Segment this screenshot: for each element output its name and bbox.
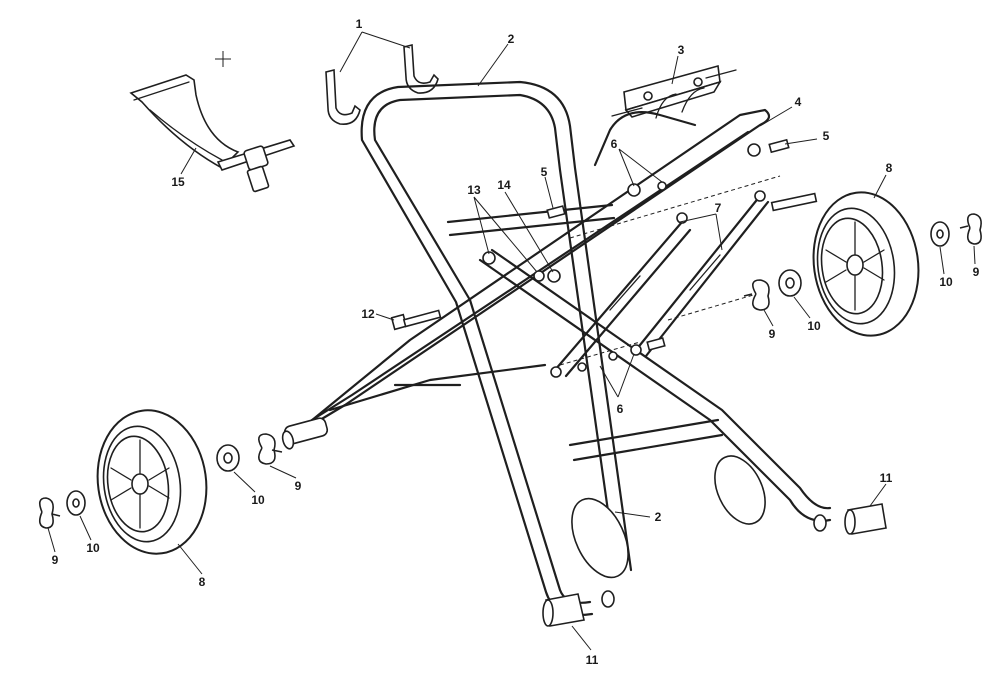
part-11-caps <box>542 503 887 627</box>
leader-lines <box>47 31 976 651</box>
callout-5-right: 5 <box>823 129 830 143</box>
part-12-bolt <box>390 309 442 331</box>
callout-10-right-outer: 10 <box>939 275 953 289</box>
callout-2-top: 2 <box>508 32 515 46</box>
callout-6-bottom: 6 <box>617 402 624 416</box>
callout-10-right-inner: 10 <box>807 319 821 333</box>
part-3-bracket <box>611 64 737 119</box>
callout-11-bottom: 11 <box>586 653 599 667</box>
part-9-clips <box>38 213 982 529</box>
callout-5-center: 5 <box>541 165 548 179</box>
callout-12: 12 <box>361 307 375 321</box>
part-4-front-frame <box>281 108 771 450</box>
part-15-tray <box>129 74 296 193</box>
callout-9-right-outer: 9 <box>973 265 980 279</box>
callout-6-top: 6 <box>611 137 618 151</box>
callout-10-left-outer: 10 <box>86 541 100 555</box>
axle-guides <box>559 175 781 366</box>
callout-8-right: 8 <box>886 161 893 175</box>
callout-labels: 1 2 3 4 5 5 6 6 7 8 8 9 9 9 9 10 10 10 1… <box>52 17 980 667</box>
part-8-wheel-right <box>812 191 920 337</box>
callout-11-right: 11 <box>880 471 893 485</box>
part-7-struts <box>553 194 770 378</box>
callout-15: 15 <box>171 175 185 189</box>
callout-9-left-inner: 9 <box>295 479 302 493</box>
part-1-hooks <box>325 43 439 126</box>
part-10-washers <box>66 221 950 516</box>
callout-10-left-inner: 10 <box>251 493 265 507</box>
callout-14: 14 <box>497 178 511 192</box>
part-8-wheel-left <box>96 409 208 555</box>
callout-9-left-outer: 9 <box>52 553 59 567</box>
callout-4: 4 <box>795 95 802 109</box>
callout-3: 3 <box>678 43 685 57</box>
callout-2-bottom: 2 <box>655 510 662 524</box>
hardware-fasteners <box>482 138 818 378</box>
crosshair-icon <box>215 51 231 67</box>
callout-8-left: 8 <box>199 575 206 589</box>
callout-1: 1 <box>356 17 363 31</box>
callout-9-right-inner: 9 <box>769 327 776 341</box>
part-2-main-frame <box>360 80 832 617</box>
callout-7: 7 <box>715 201 722 215</box>
callout-13: 13 <box>467 183 481 197</box>
